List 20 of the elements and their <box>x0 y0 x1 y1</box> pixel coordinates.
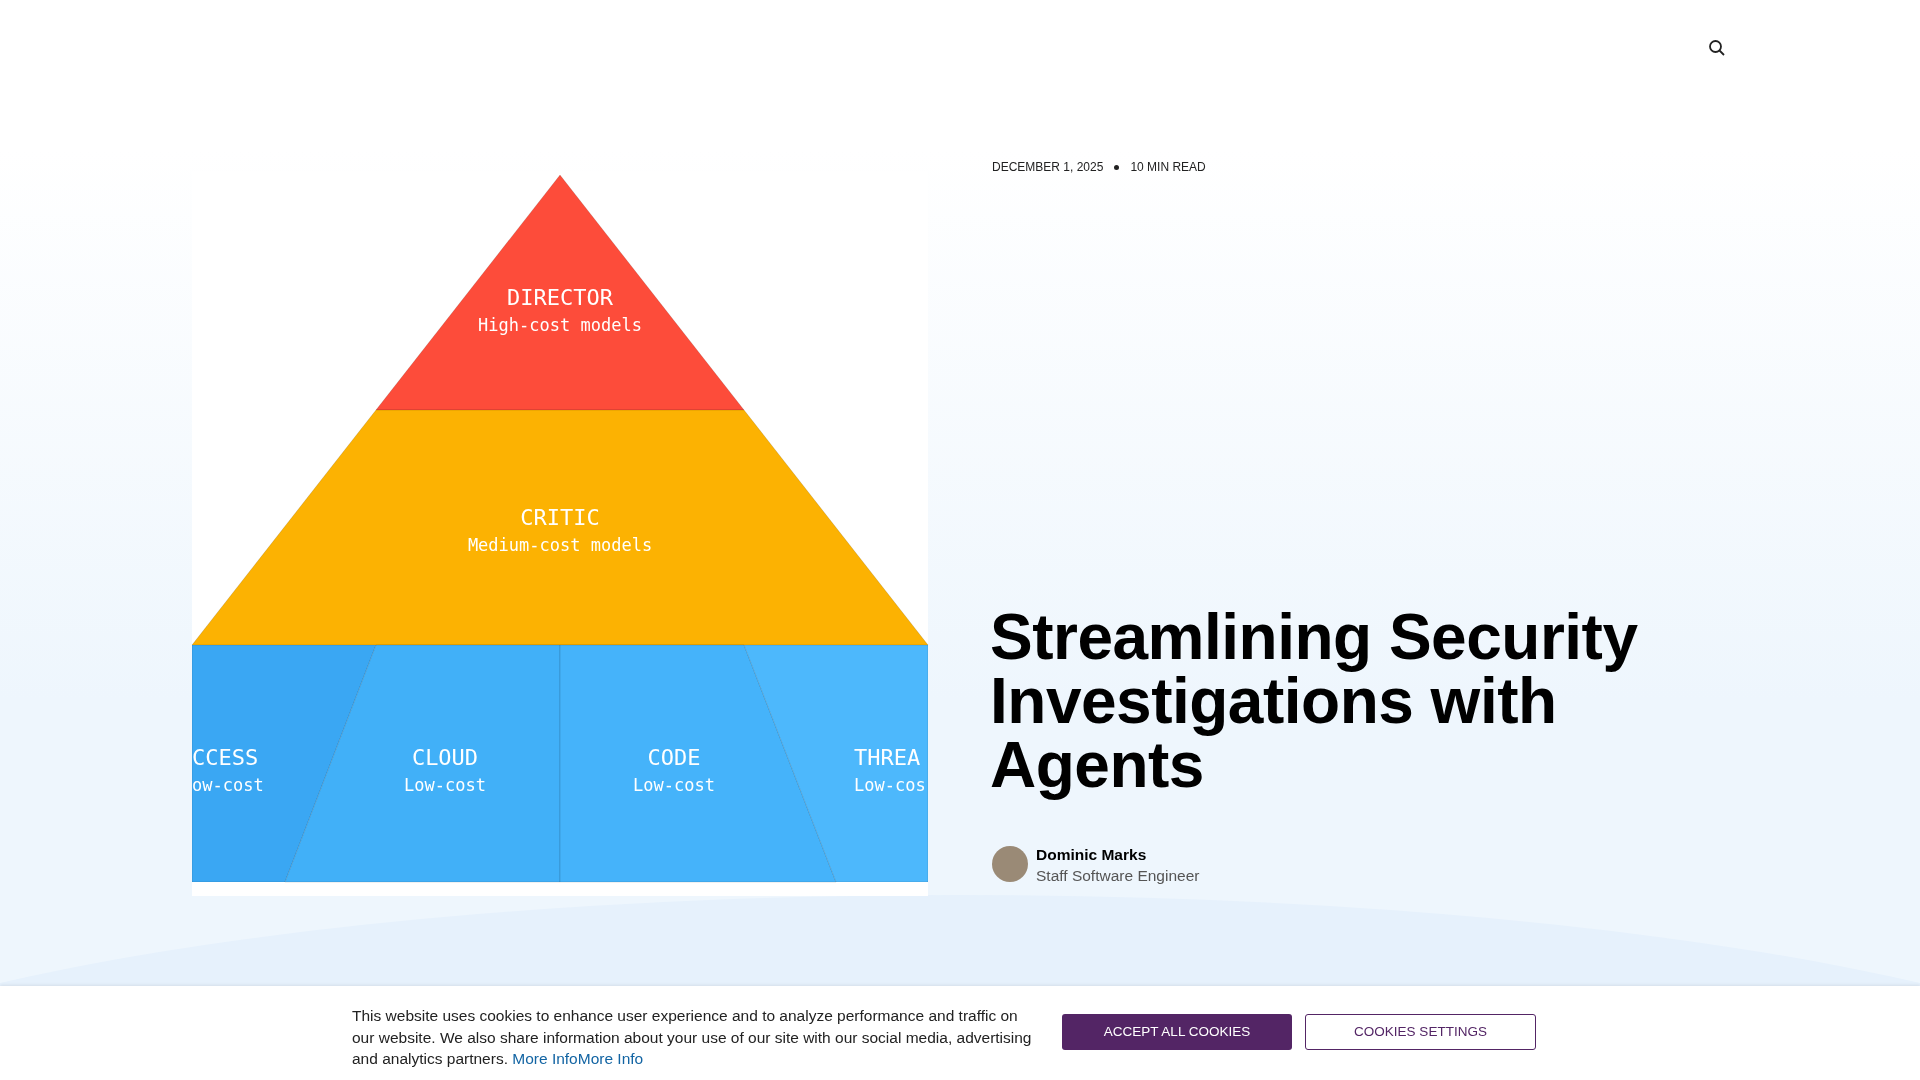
tier-title: DIRECTOR <box>507 285 613 310</box>
tier-title: CCESS <box>192 745 259 770</box>
tier-subtitle: Low-cost <box>633 775 715 795</box>
tier-title: CODE <box>647 745 701 770</box>
tier-title: THREA <box>854 745 921 770</box>
tier-subtitle: ow-cost <box>192 775 264 795</box>
tier-subtitle: Low-cost <box>404 775 486 795</box>
tier-subtitle: High-cost models <box>478 315 642 335</box>
tier-subtitle: Low-cos <box>854 775 926 795</box>
tier-subtitle: Medium-cost models <box>467 535 653 555</box>
author-role: Staff Software Engineer <box>1036 866 1200 886</box>
read-time-text: 10 MIN READ <box>1130 160 1206 174</box>
cookie-notice: This website uses cookies to enhance user experience and to analyze performance and traffic on our website. We also share information about your use of our site with our social media, advertising and analytics partners. More InfoMore Info <box>352 1006 1032 1069</box>
date-text: DECEMBER 1, 2025 <box>992 160 1104 174</box>
cookie-settings-button: COOKIES SETTINGS <box>1305 1014 1536 1050</box>
tier-title: CRITIC <box>520 505 600 530</box>
more-info-link: More InfoMore Info <box>512 1050 644 1067</box>
accept-cookies-button: ACCEPT ALL COOKIES <box>1062 1014 1292 1050</box>
tier-title: CLOUD <box>411 745 479 770</box>
author-name: Dominic Marks <box>1036 845 1148 865</box>
